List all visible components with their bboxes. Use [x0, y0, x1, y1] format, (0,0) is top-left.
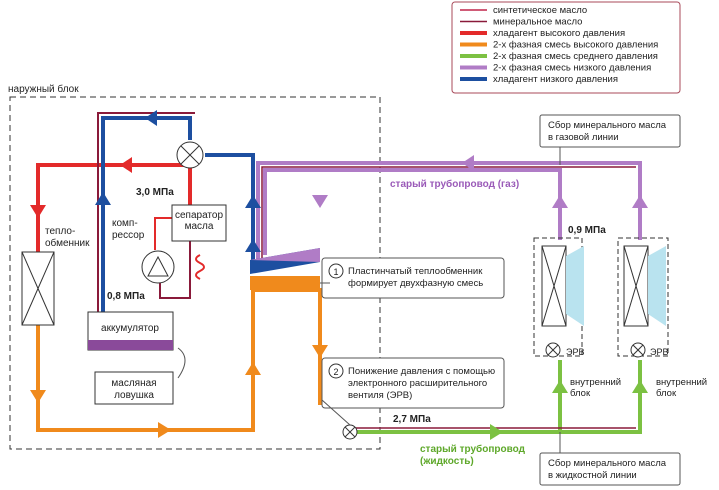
outdoor-unit-label: наружный блок	[8, 83, 79, 95]
pipe-gas-line-oil	[261, 166, 636, 258]
legend-label: хладагент низкого давления	[493, 74, 618, 85]
pipe-low-pressure-right	[205, 153, 255, 262]
legend-item: 2-х фазная смесь низкого давления	[460, 63, 651, 74]
step1-box	[321, 257, 505, 299]
legend-label: 2-х фазная смесь среднего давления	[493, 51, 658, 62]
pressure-indoor: 0,9 МПа	[568, 225, 606, 236]
legend-label: 2-х фазная смесь низкого давления	[493, 63, 651, 74]
indoor-unit-1	[533, 237, 584, 358]
compressor-label: комп-рессор	[112, 218, 145, 241]
pipe-compressor-discharge	[154, 217, 172, 250]
legend-item: 2-х фазная смесь среднего давления	[460, 51, 658, 62]
legend-item: хладагент низкого давления	[460, 74, 618, 85]
oil-coil	[195, 254, 205, 280]
legend-label: 2-х фазная смесь высокого давления	[493, 40, 658, 51]
pressure-liquid: 2,7 МПа	[393, 414, 431, 425]
step1-number: 1	[333, 267, 338, 277]
legend-item: синтетическое масло	[460, 5, 587, 16]
outdoor-expansion-valve	[342, 424, 358, 440]
oil-trap	[94, 371, 174, 405]
indoor-unit-2	[617, 237, 669, 358]
legend-item: хладагент высокого давления	[460, 28, 625, 39]
outdoor-heat-exchanger	[21, 251, 55, 326]
legend-label: синтетическое масло	[493, 5, 587, 16]
erv-1-label: ЭРВ	[566, 347, 584, 357]
legend-label: хладагент высокого давления	[493, 28, 625, 39]
legend-item: 2-х фазная смесь высокого давления	[460, 40, 658, 51]
liquid-pipe-label: старый трубопровод(жидкость)	[420, 443, 526, 467]
legend-item: минеральное масло	[460, 17, 582, 28]
legend-label: минеральное масло	[493, 17, 582, 28]
accumulator	[87, 311, 174, 351]
heat-exchanger-label: тепло-обменник	[45, 226, 90, 249]
gas-pipe-label: старый трубопровод (газ)	[390, 178, 519, 190]
pipe-two-phase-high	[36, 288, 322, 432]
pressure-high: 3,0 МПа	[136, 187, 174, 198]
gas-collect-box	[539, 114, 681, 148]
step2-number: 2	[333, 367, 338, 377]
erv-2-label: ЭРВ	[650, 347, 668, 357]
pipe-low-pressure-inner	[97, 112, 195, 318]
oil-separator	[171, 204, 227, 242]
plate-heat-exchanger	[250, 248, 320, 290]
liquid-collect-box	[539, 452, 681, 486]
four-way-valve	[176, 141, 204, 169]
oil-trap-arrow	[177, 347, 186, 379]
flow-arrows	[30, 110, 648, 440]
compressor	[141, 250, 175, 284]
accumulator-label: аккумулятор	[101, 323, 159, 334]
pressure-low: 0,8 МПа	[107, 291, 145, 302]
step2-box	[321, 357, 505, 409]
pipe-oil-return	[159, 240, 191, 299]
